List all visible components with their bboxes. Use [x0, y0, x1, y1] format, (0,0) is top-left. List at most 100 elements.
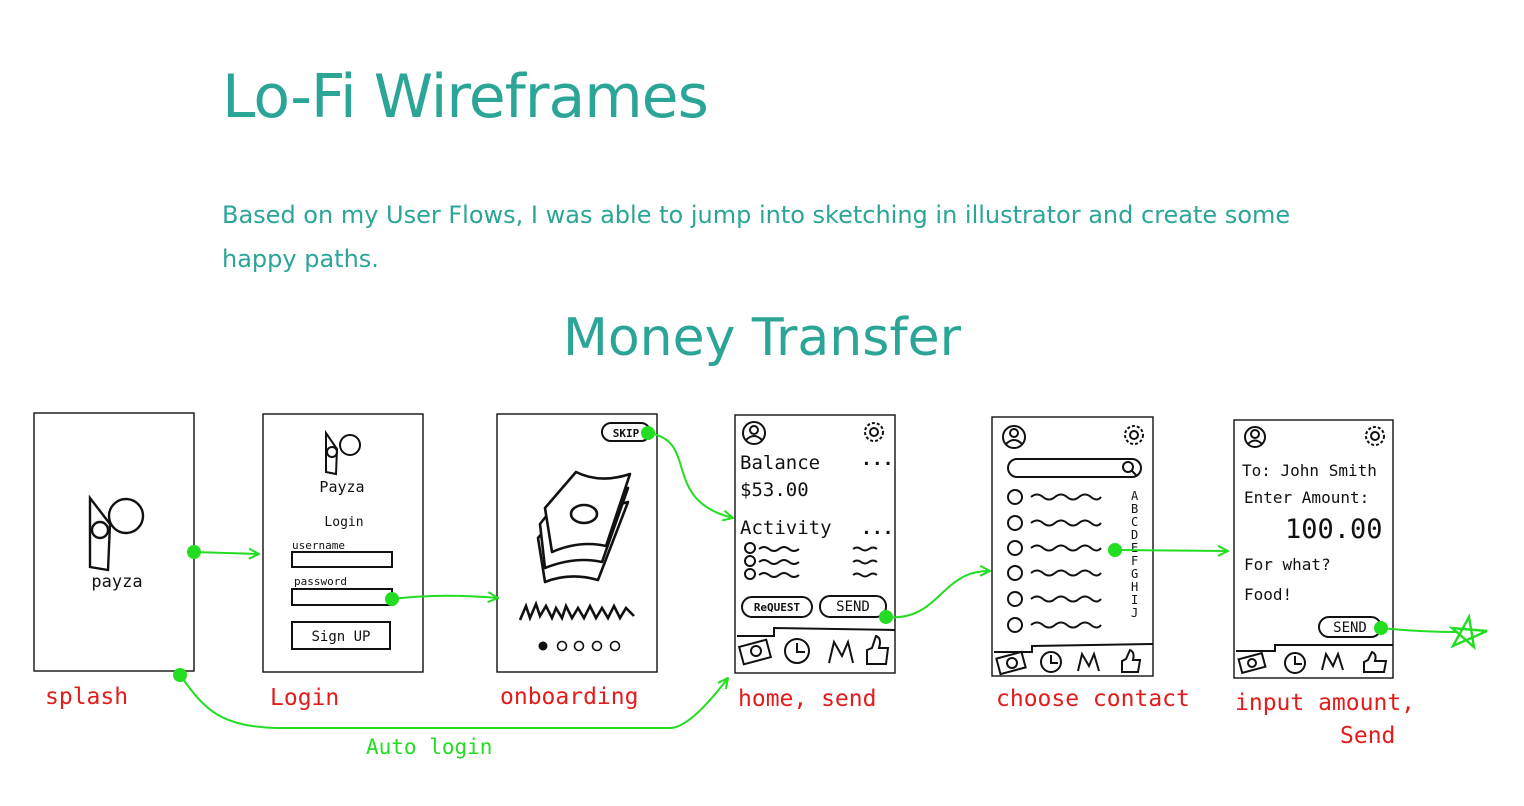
- chart-icon[interactable]: [828, 638, 854, 664]
- page-indicator-dots[interactable]: [538, 640, 621, 652]
- gear-icon[interactable]: [1124, 425, 1144, 445]
- flow-connectors: [173, 426, 1488, 729]
- alphabet-letter[interactable]: C: [1131, 515, 1138, 529]
- bottom-tab-bar: [737, 626, 896, 666]
- cash-stack-icon: [536, 470, 632, 584]
- alphabet-letter[interactable]: D: [1131, 528, 1138, 542]
- screen-label-input-amount: input amount,: [1235, 690, 1415, 716]
- screen-splash: payza: [33, 412, 195, 672]
- screen-frame: [734, 414, 896, 674]
- gear-icon[interactable]: [1365, 426, 1385, 446]
- search-input[interactable]: [1007, 458, 1142, 478]
- activity-list: [744, 542, 878, 580]
- password-field[interactable]: [291, 588, 393, 606]
- money-icon[interactable]: [995, 650, 1027, 676]
- screen-home-send: Balance ... $53.00 Activity ... ReQUEST …: [734, 414, 896, 674]
- auto-login-label: Auto login: [366, 735, 492, 759]
- alphabet-letter[interactable]: I: [1131, 593, 1138, 607]
- bottom-tab-bar: [1236, 644, 1393, 675]
- alphabet-index[interactable]: A B C D E F G H I J: [1131, 489, 1139, 620]
- clock-icon[interactable]: [1040, 651, 1062, 673]
- amount-value[interactable]: 100.00: [1285, 514, 1383, 545]
- gear-icon[interactable]: [864, 422, 884, 442]
- thumbs-up-icon[interactable]: [1121, 648, 1142, 673]
- splash-logo-text: payza: [91, 572, 142, 592]
- screen-label-splash: splash: [45, 684, 128, 710]
- alphabet-letter[interactable]: F: [1131, 554, 1138, 568]
- balance-more-icon[interactable]: ...: [861, 449, 894, 470]
- balance-label: Balance: [740, 452, 820, 474]
- screen-label-login: Login: [270, 685, 339, 711]
- screen-frame: [496, 413, 658, 673]
- avatar-icon[interactable]: [1244, 426, 1266, 448]
- thumbs-up-icon[interactable]: [866, 634, 890, 665]
- screen-choose-contact: A B C D E F G H I J: [991, 416, 1154, 677]
- send-button-label: SEND: [836, 599, 870, 615]
- screen-login: Payza Login username password Sign UP: [262, 413, 424, 673]
- send-button-label: SEND: [1333, 620, 1367, 636]
- star-icon: [1448, 613, 1488, 651]
- login-logo-text: Payza: [319, 478, 364, 496]
- screen-frame: [1233, 419, 1394, 679]
- payza-logo-icon: [325, 429, 361, 476]
- screen-input-amount: To: John Smith Enter Amount: 100.00 For …: [1233, 419, 1394, 679]
- screen-labels: splash Login onboarding home, send choos…: [45, 684, 1415, 749]
- money-icon[interactable]: [737, 638, 773, 666]
- username-field[interactable]: [291, 551, 393, 568]
- for-what-label: For what?: [1244, 555, 1331, 574]
- screen-label-onboarding: onboarding: [500, 684, 638, 710]
- request-button-label: ReQUEST: [754, 601, 801, 614]
- send-button[interactable]: [819, 595, 887, 618]
- bottom-tab-bar: [994, 643, 1154, 676]
- flow-arrow-auto-login: [179, 674, 728, 729]
- page-intro: Based on my User Flows, I was able to ju…: [222, 201, 1291, 273]
- avatar-icon[interactable]: [742, 421, 766, 445]
- activity-more-icon[interactable]: ...: [861, 518, 894, 539]
- clock-icon[interactable]: [784, 638, 810, 664]
- alphabet-letter[interactable]: E: [1131, 541, 1138, 555]
- activity-label: Activity: [740, 517, 832, 539]
- alphabet-letter[interactable]: A: [1131, 489, 1139, 503]
- login-heading: Login: [324, 515, 363, 530]
- recipient-line: To: John Smith: [1242, 461, 1377, 480]
- screen-frame: [991, 416, 1154, 677]
- screen-frame: [33, 412, 195, 672]
- payza-logo-icon: [88, 494, 145, 572]
- alphabet-letter[interactable]: J: [1131, 606, 1138, 620]
- alphabet-letter[interactable]: G: [1131, 567, 1138, 581]
- signup-button-label: Sign UP: [311, 629, 370, 645]
- thumbs-up-icon[interactable]: [1363, 650, 1388, 673]
- clock-icon[interactable]: [1284, 652, 1306, 674]
- contact-list[interactable]: [1007, 489, 1102, 633]
- signup-button[interactable]: [291, 621, 391, 650]
- alphabet-letter[interactable]: H: [1131, 580, 1138, 594]
- flow-arrow-home-to-contact: [885, 571, 990, 619]
- search-icon[interactable]: [1122, 461, 1138, 477]
- page-title: Lo-Fi Wireframes: [222, 62, 709, 132]
- skip-button-label: SKIP: [613, 427, 640, 440]
- enter-amount-label: Enter Amount:: [1244, 488, 1369, 507]
- screen-onboarding: SKIP: [496, 413, 658, 673]
- screen-label-send: Send: [1340, 723, 1395, 749]
- flow-arrow-skip-to-home: [647, 432, 733, 518]
- flow-arrow-contact-to-amount: [1114, 550, 1228, 551]
- chart-icon[interactable]: [1321, 651, 1344, 671]
- screen-label-home-send: home, send: [738, 686, 876, 712]
- screen-label-choose-contact: choose contact: [996, 686, 1190, 712]
- alphabet-letter[interactable]: B: [1131, 502, 1138, 516]
- flow-arrow-login-to-onboarding: [391, 596, 498, 599]
- username-label: username: [292, 539, 345, 552]
- section-title: Money Transfer: [562, 308, 962, 368]
- balance-value: $53.00: [740, 479, 809, 501]
- note-value[interactable]: Food!: [1244, 585, 1292, 604]
- request-button[interactable]: [741, 596, 813, 618]
- screen-frame: [262, 413, 424, 673]
- avatar-icon[interactable]: [1002, 425, 1026, 449]
- money-icon[interactable]: [1237, 651, 1267, 675]
- onboarding-scribble-text: [518, 600, 635, 622]
- password-label: password: [294, 575, 347, 588]
- flow-arrow-splash-to-login: [193, 552, 259, 554]
- chart-icon[interactable]: [1077, 651, 1100, 672]
- flow-arrow-amount-to-done: [1380, 627, 1459, 633]
